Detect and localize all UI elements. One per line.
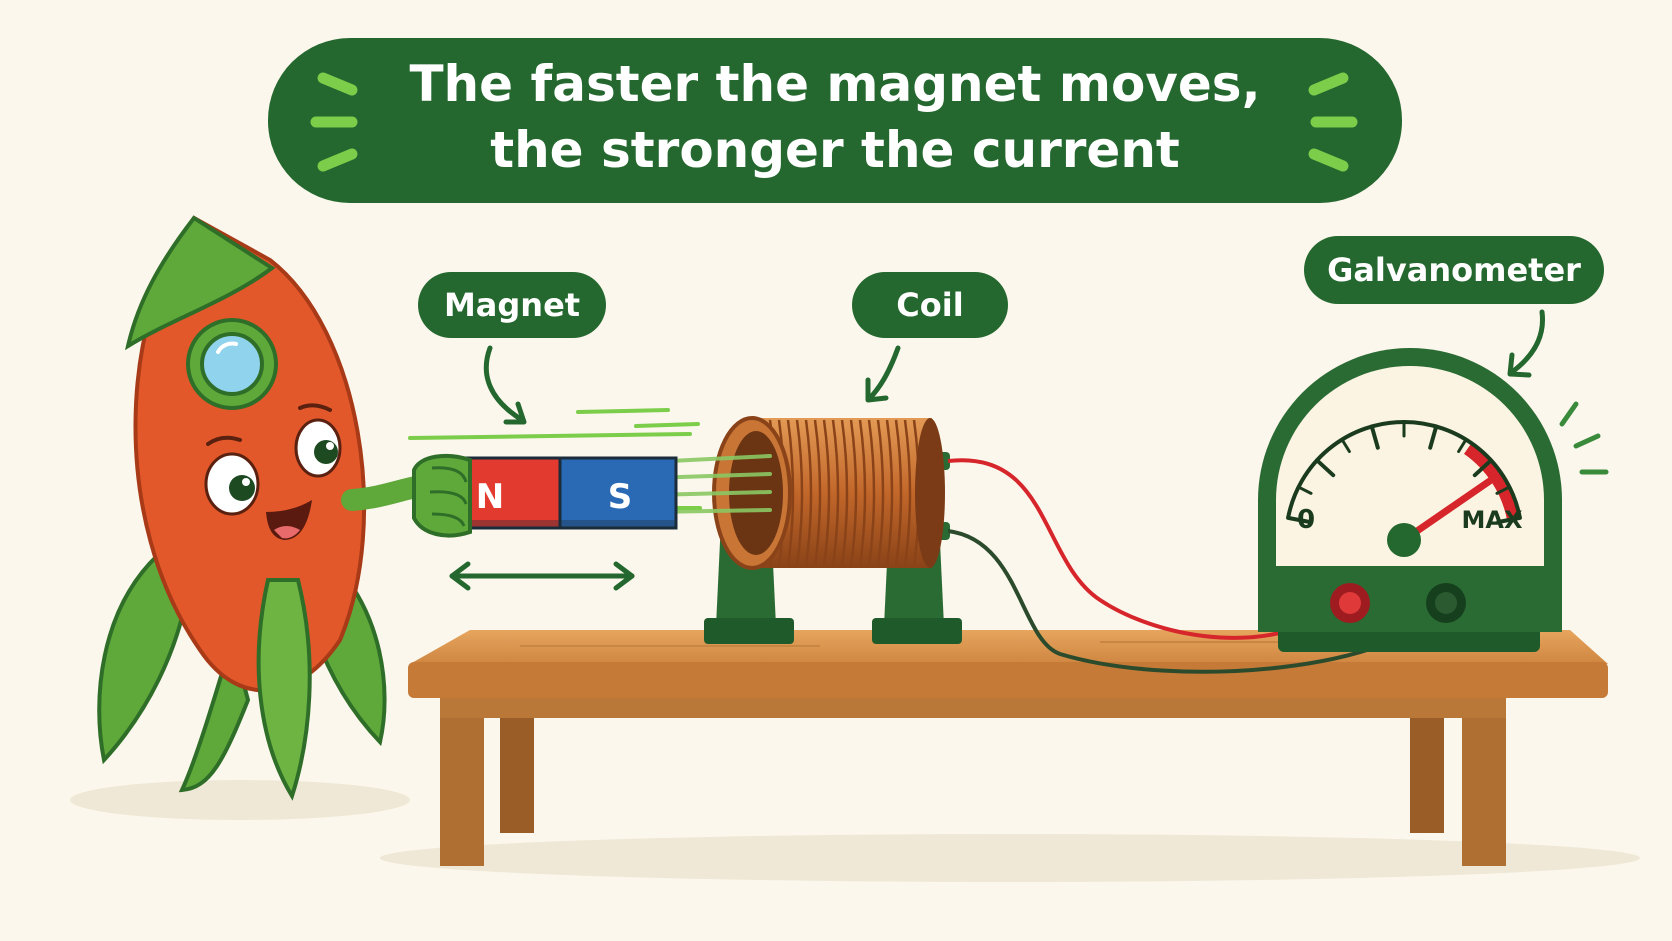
magnet-shadow-edge — [448, 520, 676, 528]
coil-winding — [840, 419, 849, 567]
galvanometer-label: Galvanometer — [1327, 251, 1581, 289]
coil-winding — [813, 419, 822, 567]
banner-title-line-1: The faster the magnet moves, — [409, 55, 1260, 113]
dial-tick — [1369, 424, 1380, 450]
character-eyebrow — [298, 403, 332, 412]
dial-tick — [1286, 515, 1312, 525]
wooden-table — [408, 630, 1608, 866]
eye-highlight — [326, 442, 334, 450]
magnet-label: Magnet — [444, 286, 580, 324]
hand-finger — [431, 466, 468, 483]
arrow-head — [1507, 352, 1532, 378]
terminal-red-center — [1339, 592, 1361, 614]
red-wire — [947, 458, 1347, 640]
character-fin — [97, 551, 189, 765]
magnet-pointer-arrow — [483, 345, 525, 423]
coil-winding — [867, 419, 876, 567]
dial-tick — [1496, 515, 1522, 525]
magnet-south-label: S — [608, 477, 633, 517]
magnet-callout: Magnet — [418, 272, 606, 425]
character-nose-cap — [124, 215, 276, 351]
coil-winding — [822, 419, 831, 567]
table-top-edge — [408, 662, 1608, 698]
coil-callout: Coil — [852, 272, 1008, 403]
title-banner: The faster the magnet moves, the stronge… — [268, 38, 1402, 203]
dial-tick — [1495, 485, 1511, 495]
hand-finger — [429, 490, 468, 505]
coil-label-pill — [852, 272, 1008, 338]
magnet-south-pole — [558, 456, 678, 530]
character-pupil — [229, 475, 255, 501]
coil-pointer-arrow — [867, 345, 901, 401]
banner-title-line-2: the stronger the current — [490, 121, 1180, 179]
magnet-north-label: N — [476, 477, 504, 517]
terminal-dark-center — [1435, 592, 1457, 614]
ground-shadow — [380, 834, 1640, 882]
motion-double-arrow — [449, 561, 635, 591]
dial-tick — [1297, 485, 1313, 495]
porthole-glass — [200, 332, 264, 396]
galvanometer-needle — [1400, 474, 1499, 544]
meter-vibration-lines — [1559, 401, 1609, 475]
dial-tick — [1457, 438, 1468, 453]
galvanometer-dial-face — [1276, 366, 1544, 566]
coil-winding — [804, 419, 813, 567]
galvanometer: 0 MAX — [1258, 348, 1609, 652]
coil-winding — [858, 419, 867, 567]
hand-finger — [431, 512, 466, 527]
banner-background — [268, 38, 1402, 203]
rocket-character — [97, 215, 431, 801]
coil-label: Coil — [896, 286, 963, 324]
character-eyebrow — [206, 435, 242, 446]
coil-assembly — [704, 416, 962, 644]
dial-min-label: 0 — [1297, 505, 1315, 535]
banner-sparkles-left — [310, 72, 358, 172]
coil-winding — [786, 419, 795, 567]
coil-winding — [876, 419, 885, 567]
porthole-glint — [216, 341, 238, 354]
character-tongue — [274, 526, 300, 539]
dial-ticks — [1286, 420, 1522, 525]
galvanometer-pointer-arrow — [1509, 309, 1546, 375]
coil-stand-base — [872, 618, 962, 644]
coil-winding — [894, 419, 903, 567]
arrow-head — [503, 401, 527, 425]
dial-tick — [1340, 438, 1351, 453]
dial-max-label: MAX — [1462, 506, 1523, 534]
needle-pivot — [1387, 523, 1421, 557]
coil-back-end — [915, 418, 945, 568]
dial-tick — [1472, 458, 1494, 478]
character-arm — [341, 475, 431, 511]
max-zone-arc — [1463, 442, 1521, 521]
magnet-label-pill — [418, 272, 606, 338]
dial-tick — [1428, 424, 1439, 450]
coil-winding — [795, 419, 804, 567]
coil-winding — [849, 419, 858, 567]
character-pupil — [314, 440, 338, 464]
coil-winding — [903, 419, 912, 567]
galvanometer-label-pill — [1304, 236, 1604, 304]
banner-sparkles-right — [1308, 72, 1358, 172]
hand-palm — [412, 453, 472, 538]
coil-stand-base — [704, 618, 794, 644]
galvanometer-callout: Galvanometer — [1304, 236, 1604, 378]
character-fin-front — [256, 578, 312, 801]
character-hand — [412, 453, 472, 538]
bar-magnet: N S — [446, 456, 678, 530]
coil-winding — [885, 419, 894, 567]
arrow-head — [865, 377, 889, 403]
coil-winding — [831, 419, 840, 567]
dial-tick — [1314, 458, 1336, 478]
ground-shadow — [70, 780, 410, 820]
eye-highlight — [242, 478, 250, 486]
